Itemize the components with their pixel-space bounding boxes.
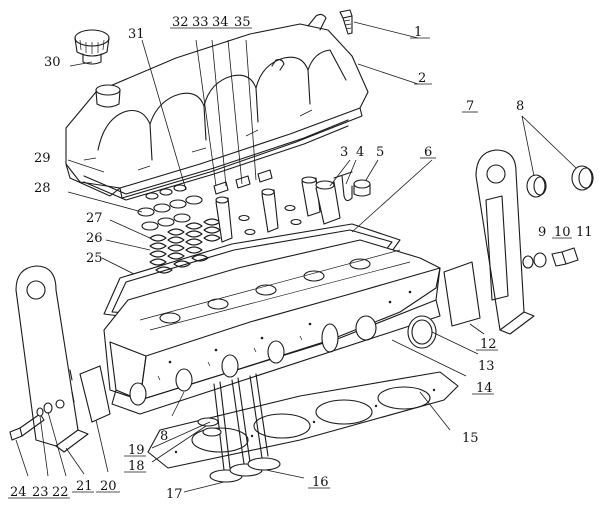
- callout-9: 9: [538, 225, 546, 240]
- valve-retainers: [137, 195, 203, 231]
- head-gasket-lower: [147, 371, 459, 469]
- callout-24: 24: [10, 485, 27, 500]
- left-bolt-set: [9, 402, 53, 441]
- leader-lines: [15, 21, 577, 493]
- callout-2: 2: [418, 71, 426, 86]
- callout-18: 18: [128, 459, 145, 474]
- callout-25: 25: [86, 251, 103, 266]
- callout-32: 32: [172, 15, 189, 30]
- callout-5: 5: [376, 145, 384, 160]
- callout-6: 6: [424, 145, 432, 160]
- callout-30: 30: [44, 55, 61, 70]
- callout-8-bottom: 8: [160, 429, 168, 444]
- spacer-plate: [79, 365, 111, 423]
- callout-23: 23: [32, 485, 49, 500]
- lifting-eye-right: [475, 149, 535, 335]
- callout-28: 28: [34, 181, 51, 196]
- callout-22: 22: [52, 485, 69, 500]
- tappet-sleeves: [215, 171, 371, 243]
- cylinder-head: [103, 239, 441, 415]
- callout-16: 16: [312, 475, 329, 490]
- callout-19: 19: [128, 443, 145, 458]
- callout-13: 13: [478, 359, 495, 374]
- callout-26: 26: [86, 231, 103, 246]
- rocker-small-parts: [145, 169, 273, 200]
- callout-11: 11: [576, 225, 593, 240]
- valve-cover: [65, 13, 369, 199]
- callout-27: 27: [86, 211, 103, 226]
- callout-14: 14: [476, 381, 493, 396]
- bolt-washer-set: [522, 247, 579, 269]
- callout-7: 7: [466, 99, 474, 114]
- valve-springs: [149, 218, 221, 274]
- callout-35: 35: [234, 15, 251, 30]
- cover-plate: [443, 261, 481, 327]
- callout-4: 4: [356, 145, 364, 160]
- callout-15: 15: [462, 431, 479, 446]
- lower-plugs: [197, 417, 222, 437]
- callout-33: 33: [192, 15, 209, 30]
- callout-21: 21: [76, 479, 93, 494]
- callout-20: 20: [100, 479, 117, 494]
- cover-bolt: [339, 9, 353, 35]
- lifting-eye-left: [15, 265, 89, 453]
- callout-34: 34: [212, 15, 229, 30]
- callout-29: 29: [34, 151, 51, 166]
- callout-10: 10: [554, 225, 571, 240]
- callout-3: 3: [340, 145, 348, 160]
- callout-17: 17: [166, 487, 183, 502]
- expansion-plugs: [526, 165, 594, 198]
- callout-12: 12: [480, 337, 497, 352]
- callout-31: 31: [128, 27, 145, 42]
- callout-8-top: 8: [516, 99, 524, 114]
- oil-filler-cap: [74, 29, 110, 65]
- callout-labels: 1 2 30 31 32 33 34 35 29 28 27 26 25 3 4…: [8, 15, 593, 502]
- callout-1: 1: [414, 25, 422, 40]
- valves: [209, 373, 281, 483]
